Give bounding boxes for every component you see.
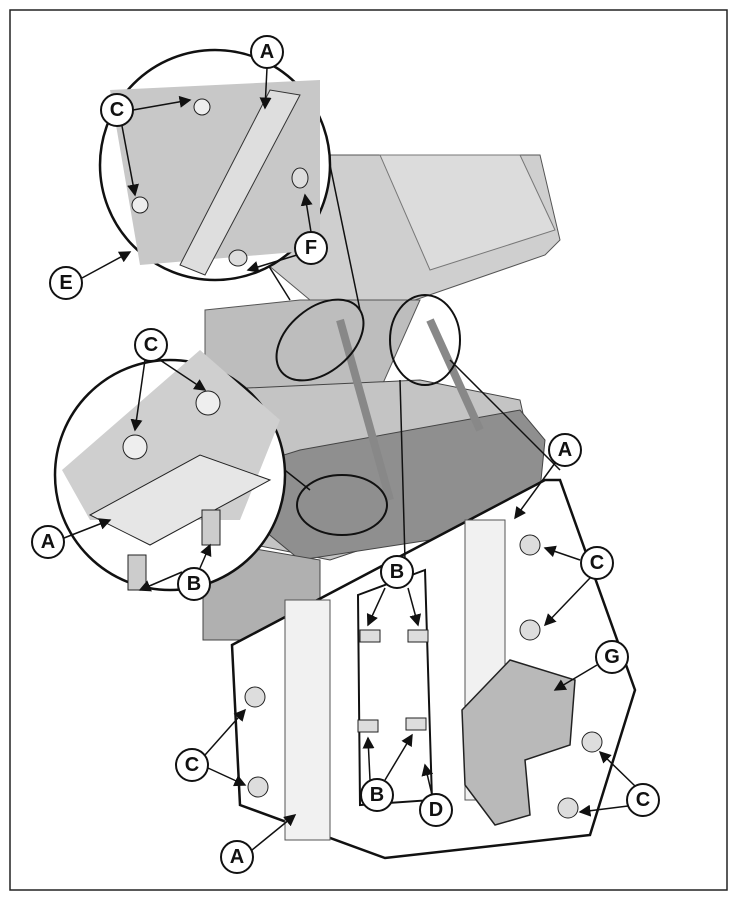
callout-a: A bbox=[220, 840, 254, 874]
detail-circle-top bbox=[98, 48, 361, 311]
detail-ring-c bbox=[296, 474, 388, 536]
callout-g: G bbox=[595, 640, 629, 674]
callout-label: A bbox=[41, 531, 55, 553]
hardware bbox=[244, 534, 603, 819]
callout-c: C bbox=[100, 93, 134, 127]
frame-border bbox=[9, 9, 728, 891]
callout-label: G bbox=[604, 646, 620, 668]
callout-label: A bbox=[260, 41, 274, 63]
callout-c: C bbox=[580, 546, 614, 580]
lid bbox=[204, 154, 561, 391]
callout-d: D bbox=[419, 793, 453, 827]
callout-c: C bbox=[134, 328, 168, 362]
callout-label: B bbox=[187, 573, 201, 595]
callout-label: F bbox=[305, 237, 317, 259]
callout-f: F bbox=[294, 231, 328, 265]
bracket-g bbox=[461, 659, 576, 826]
callout-e: E bbox=[49, 266, 83, 300]
callout-label: A bbox=[230, 846, 244, 868]
callout-label: A bbox=[558, 439, 572, 461]
detail-circle-left bbox=[53, 350, 311, 592]
callout-label: D bbox=[429, 799, 443, 821]
leader-lines bbox=[63, 67, 636, 851]
mounting-panel bbox=[230, 478, 637, 860]
callout-c: C bbox=[175, 748, 209, 782]
callout-a: A bbox=[548, 433, 582, 467]
callout-label: B bbox=[390, 561, 404, 583]
callout-a: A bbox=[31, 525, 65, 559]
callout-b: B bbox=[177, 567, 211, 601]
callout-label: C bbox=[144, 334, 158, 356]
detail-ring-a bbox=[275, 298, 365, 382]
callout-c: C bbox=[626, 783, 660, 817]
callout-label: C bbox=[185, 754, 199, 776]
callout-label: C bbox=[110, 99, 124, 121]
detail-ring-b bbox=[389, 294, 461, 386]
callout-label: B bbox=[370, 784, 384, 806]
callout-label: C bbox=[636, 789, 650, 811]
callout-a: A bbox=[250, 35, 284, 69]
callout-b: B bbox=[360, 778, 394, 812]
callout-label: E bbox=[59, 272, 72, 294]
callout-b: B bbox=[380, 555, 414, 589]
callout-label: C bbox=[590, 552, 604, 574]
